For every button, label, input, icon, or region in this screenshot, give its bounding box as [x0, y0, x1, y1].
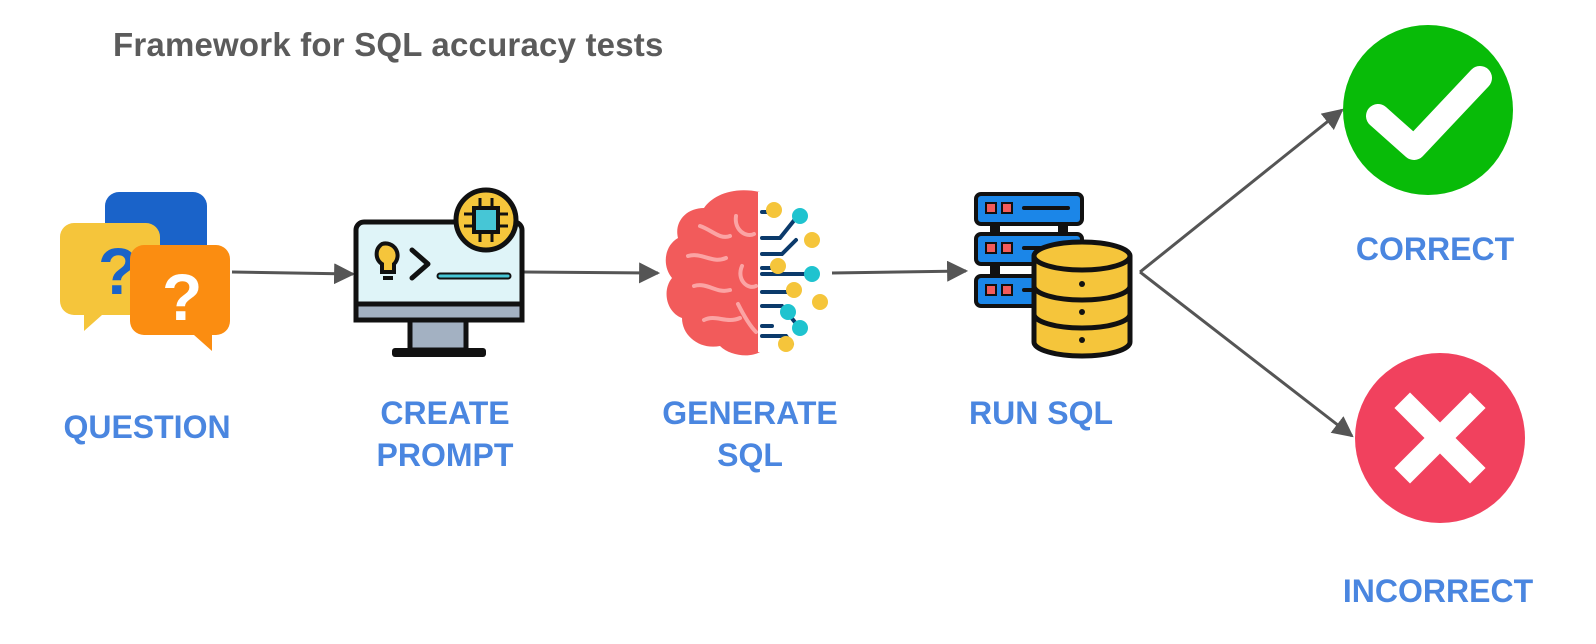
svg-text:?: ? [162, 260, 202, 334]
step-label-create-prompt-line2: PROMPT [376, 437, 514, 473]
question-bubbles-icon: ? ? [60, 192, 230, 351]
diagram-title: Framework for SQL accuracy tests [113, 26, 664, 63]
outcome-label-incorrect: INCORRECT [1342, 573, 1534, 609]
brain-circuit-icon [665, 190, 828, 356]
step-label-generate-sql: GENERATE SQL [640, 392, 860, 476]
arrow-generate-to-run [831, 260, 969, 282]
arrow-run-to-correct [1139, 108, 1344, 274]
step-label-create-prompt-line1: CREATE [380, 395, 510, 431]
arrow-prompt-to-generate [523, 262, 661, 284]
checkmark-icon [1343, 25, 1513, 195]
step-label-generate-sql-line2: SQL [717, 437, 783, 473]
arrow-question-to-prompt [231, 263, 356, 285]
monitor-chip-icon [353, 187, 525, 357]
step-label-create-prompt: CREATE PROMPT [340, 392, 550, 476]
step-label-question: QUESTION [63, 409, 231, 445]
step-label-generate-sql-line1: GENERATE [662, 395, 838, 431]
cross-icon [1355, 353, 1525, 523]
arrow-run-to-incorrect [1139, 270, 1354, 438]
step-label-run-sql: RUN SQL [969, 395, 1113, 431]
database-server-icon [974, 192, 1133, 359]
outcome-label-correct: CORRECT [1355, 231, 1515, 267]
